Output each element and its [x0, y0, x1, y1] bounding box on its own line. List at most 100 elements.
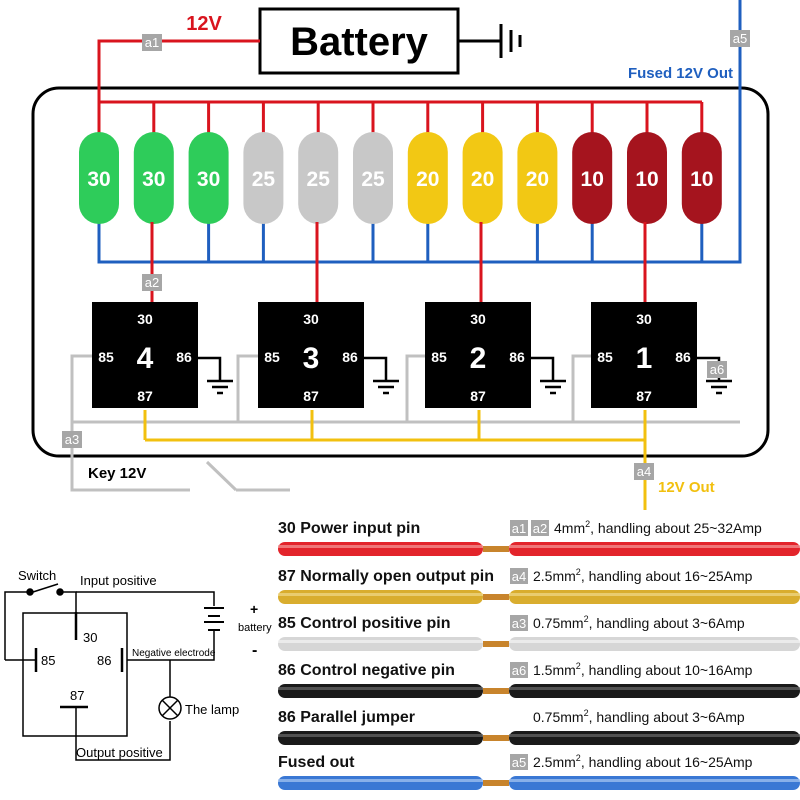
wire-sample: [278, 542, 800, 556]
key-label: Key 12V: [88, 465, 146, 482]
legend-wire-tag: [510, 662, 528, 678]
wire-tag-a3: a3: [62, 431, 82, 448]
relay-pin-86: 86: [176, 349, 192, 365]
fuse-6: 25: [353, 102, 393, 262]
relay-pin-30: 30: [636, 311, 652, 327]
fuse-body: [353, 132, 393, 224]
legend-wire-tag-text: a4: [512, 569, 526, 584]
schematic-minus-sign: -: [252, 642, 257, 659]
wire-tag-a4: a4: [634, 463, 654, 480]
schematic-switch-label: Switch: [18, 568, 56, 583]
fuse-box-enclosure: [31, 86, 770, 458]
wire-tag-a2: a2: [142, 274, 162, 291]
wire-sample: [278, 731, 800, 745]
relay-pin-30: 30: [137, 311, 153, 327]
legend-wire-tag: [510, 615, 528, 631]
schematic-pin-86: 86: [97, 653, 111, 668]
svg-text:a3: a3: [65, 432, 79, 447]
relay-number: 2: [470, 342, 487, 375]
wire-tag-a1: a1: [142, 34, 162, 51]
svg-text:a6: a6: [710, 362, 724, 377]
legend-wire-tag: [510, 754, 528, 770]
battery-ground-icon: [458, 24, 522, 58]
wire-legend-spec: 0.75mm2, handling about 3~6Amp: [533, 614, 745, 631]
fuse-value: 10: [690, 168, 713, 191]
relay-number: 3: [303, 342, 320, 375]
wire-sample: [278, 590, 800, 604]
schematic-pin-30: 30: [83, 630, 97, 645]
wire-legend-sup: 2: [584, 614, 589, 624]
fuse-1: 30: [79, 102, 119, 262]
fuse-body: [79, 132, 119, 224]
wire-legend-handling: , handling about 3~6Amp: [589, 615, 745, 631]
fuse-value: 10: [635, 168, 658, 191]
schematic-pin-85: 85: [41, 653, 55, 668]
wire-legend-spec: 0.75mm2, handling about 3~6Amp: [533, 708, 745, 725]
fuse-body: [462, 132, 503, 224]
relay-pin-86: 86: [342, 349, 358, 365]
wire-legend-spec: 1.5mm2, handling about 10~16Amp: [533, 661, 753, 678]
wire-legend-title: 86 Parallel jumper: [278, 709, 415, 726]
svg-text:a1: a1: [145, 35, 159, 50]
fuse-body: [188, 132, 229, 224]
fuse-body: [627, 132, 667, 224]
fuse-value: 30: [87, 168, 110, 191]
fuse-value: 20: [471, 168, 494, 191]
legend-wire-tag-text: a2: [533, 521, 547, 536]
relay-body: [425, 302, 531, 408]
fuse-5: 25: [298, 102, 339, 224]
relay-pin-87: 87: [636, 388, 652, 404]
relay-pin-85: 85: [431, 349, 447, 365]
legend-wire-tag-text: a1: [512, 521, 526, 536]
fuse-value: 25: [361, 168, 385, 191]
fuse-body: [298, 132, 339, 224]
battery-voltage-label: 12V: [186, 13, 222, 35]
fuse-value: 30: [197, 168, 220, 191]
schematic-pin-87: 87: [70, 688, 84, 703]
fuse-3: 30: [188, 102, 229, 262]
wire-legend-sup: 2: [576, 753, 581, 763]
wire-legend-title: 86 Control negative pin: [278, 662, 455, 679]
relay-pin-85: 85: [597, 349, 613, 365]
schematic-plus-sign: +: [250, 601, 258, 617]
wire-legend-size: 4mm: [554, 520, 585, 536]
ground-icon: [531, 356, 566, 395]
relay-pin-87: 87: [303, 388, 319, 404]
relay-pin-85: 85: [98, 349, 114, 365]
fuse-8: 20: [462, 102, 503, 224]
relay-pin-85: 85: [264, 349, 280, 365]
fuse-9: 20: [517, 102, 558, 262]
schematic-output-positive: Output positive: [76, 745, 163, 760]
fuse-body: [517, 132, 558, 224]
out-label: 12V Out: [658, 479, 715, 496]
wire-sample: [278, 684, 800, 698]
legend-wire-tag: [510, 520, 528, 536]
relay-body: [92, 302, 198, 408]
wire-legend-sup: 2: [576, 567, 581, 577]
relay-body: [591, 302, 697, 408]
wire-legend-title: 85 Control positive pin: [278, 615, 450, 632]
wire-legend-handling: , handling about 16~25Amp: [581, 568, 753, 584]
wire-sample: [278, 637, 800, 651]
fuse-value: 25: [307, 168, 331, 191]
wire-legend-spec: 4mm2, handling about 25~32Amp: [554, 519, 762, 536]
wire-legend-handling: , handling about 3~6Amp: [589, 709, 745, 725]
wire-legend-spec: 2.5mm2, handling about 16~25Amp: [533, 567, 753, 584]
wire-legend-size: 1.5mm: [533, 662, 576, 678]
relay-schematic: [4, 583, 224, 761]
wire-legend-title: Fused out: [278, 754, 355, 771]
wire-legend-sup: 2: [584, 708, 589, 718]
relay-pin-87: 87: [470, 388, 486, 404]
wire-legend-size: 2.5mm: [533, 568, 576, 584]
wire-legend-title: 30 Power input pin: [278, 520, 420, 537]
relay-number: 4: [137, 342, 154, 375]
fuse-7: 20: [407, 102, 448, 262]
relay-body: [258, 302, 364, 408]
